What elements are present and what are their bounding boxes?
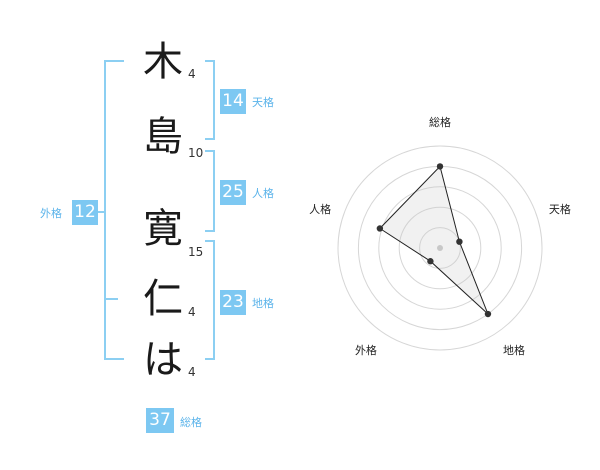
tenkaku-bracket-vertical — [213, 60, 215, 140]
chikaku-bracket-bottom — [205, 358, 215, 360]
gaikaku-value: 12 — [72, 200, 98, 225]
stroke-count-4: 4 — [188, 305, 196, 319]
gaikaku-bracket-top — [104, 60, 124, 62]
gaikaku-label: 外格 — [40, 207, 62, 220]
radar-point-2 — [456, 238, 463, 245]
radar-point-1 — [436, 163, 444, 170]
gaikaku-bracket-mid — [104, 298, 118, 300]
radar-polygon — [379, 165, 489, 315]
name-char-1: 木 — [143, 39, 183, 85]
name-char-3: 寛 — [143, 206, 183, 252]
radar-ring — [398, 206, 482, 290]
radar-ring — [378, 186, 502, 310]
radar-axis-label-1: 総格 — [429, 115, 451, 129]
radar-center — [437, 245, 443, 251]
jinkaku-bracket-vertical — [213, 150, 215, 232]
tenkaku-bracket-top — [205, 60, 215, 62]
radar-point-4 — [427, 258, 434, 265]
tenkaku-label: 天格 — [252, 96, 274, 109]
chikaku-label: 地格 — [252, 297, 274, 310]
stroke-count-1: 4 — [188, 67, 196, 81]
jinkaku-value: 25 — [220, 180, 246, 205]
chikaku-bracket-top — [205, 240, 215, 242]
gaikaku-bracket-bottom — [104, 358, 124, 360]
chikaku-bracket-vertical — [213, 240, 215, 360]
radar-point-5 — [376, 225, 384, 232]
jinkaku-bracket-top — [205, 150, 215, 152]
soukaku-label: 総格 — [180, 416, 202, 429]
stroke-count-2: 10 — [188, 146, 204, 160]
jinkaku-bracket-bottom — [205, 230, 215, 232]
radar-ring — [419, 227, 461, 269]
gaikaku-bracket-vertical — [104, 60, 106, 360]
radar-axis-label-3: 地格 — [503, 343, 525, 357]
name-char-4: 仁 — [143, 276, 183, 322]
radar-axis-label-2: 天格 — [549, 202, 571, 216]
jinkaku-label: 人格 — [252, 187, 274, 200]
soukaku-value: 37 — [146, 408, 174, 433]
radar-axis-label-4: 外格 — [355, 343, 377, 357]
tenkaku-value: 14 — [220, 89, 246, 114]
tenkaku-bracket-bottom — [205, 138, 215, 140]
stroke-count-3: 15 — [188, 245, 204, 259]
name-char-5: は — [143, 337, 183, 383]
gaikaku-connector — [98, 211, 104, 213]
radar-ring — [337, 145, 543, 351]
radar-point-3 — [484, 310, 492, 318]
chikaku-value: 23 — [220, 290, 246, 315]
stroke-count-5: 4 — [188, 365, 196, 379]
name-char-2: 島 — [143, 114, 183, 160]
radar-axis-label-5: 人格 — [309, 202, 331, 216]
